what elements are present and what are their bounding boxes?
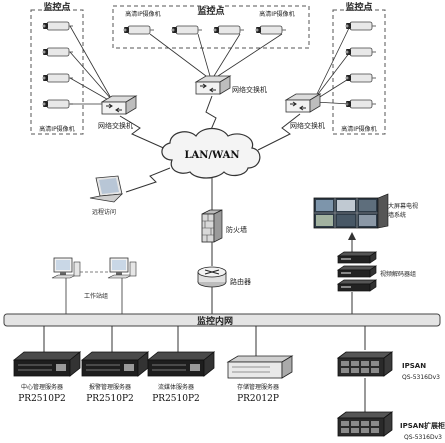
camera-icon: [42, 73, 74, 83]
video-wall-icon: [313, 193, 389, 229]
bus-label: 监控内网: [197, 315, 233, 327]
workstation-icon: [51, 257, 81, 279]
workstation-group: [51, 257, 137, 314]
camera-icon: [255, 25, 287, 35]
cloud-label: LAN/WAN: [184, 150, 239, 161]
video-wall-label-2: 墙系统: [388, 211, 406, 219]
laptop-icon: [89, 175, 124, 203]
server-name-1: 报警管理服务器: [89, 383, 131, 391]
zone-top-title: 监控点: [197, 5, 224, 17]
decoder-label: 视频解码器组: [380, 270, 416, 278]
decoder-icon: [337, 265, 377, 278]
workstation-label: 工作站组: [84, 292, 108, 300]
switch-top-icon: [195, 75, 231, 95]
hd-camera-label-top-right: 高清IP摄像机: [259, 10, 294, 18]
server-model-2: PR2510P2: [152, 394, 200, 404]
ipsan-ext-label: IPSAN扩展柜: [400, 421, 445, 430]
zone-left-title: 监控点: [43, 1, 70, 13]
camera-icon: [171, 25, 203, 35]
switch-left-label: 网络交换机: [98, 121, 133, 130]
server-name-2: 流媒体服务器: [158, 383, 194, 391]
server-icon-alarm: [81, 351, 149, 377]
firewall-label: 防火墙: [226, 225, 247, 234]
camera-group-right: [345, 21, 377, 109]
zone-right-box: [332, 9, 386, 135]
ipsan-label: IPSAN: [402, 362, 426, 370]
camera-icon: [123, 25, 155, 35]
camera-icon: [42, 99, 74, 109]
server-name-0: 中心管理服务器: [21, 383, 63, 391]
server-icon-storage: [226, 355, 294, 379]
server-model-3: PR2012P: [237, 394, 279, 404]
camera-icon: [213, 25, 245, 35]
zone-top-box: [112, 5, 310, 49]
camera-icon: [345, 21, 377, 31]
ipsan-ext-icon: [337, 411, 393, 437]
camera-links: [69, 25, 351, 105]
camera-icon: [345, 47, 377, 57]
hd-camera-label-top-left: 高清IP摄像机: [125, 10, 160, 18]
lan-wan-cloud-icon: [161, 127, 261, 179]
camera-icon: [42, 47, 74, 57]
server-drops: [43, 326, 366, 412]
server-icon-media: [147, 351, 215, 377]
camera-group-top: [123, 25, 287, 35]
server-model-1: PR2510P2: [86, 394, 134, 404]
server-name-3: 存储管理服务器: [237, 383, 279, 391]
arrow-up-icon: [348, 232, 356, 240]
workstation-icon: [107, 257, 137, 279]
zone-left-box: [30, 9, 84, 135]
switch-right-icon: [285, 93, 321, 113]
hd-camera-label-left: 高清IP摄像机: [39, 125, 74, 133]
firewall-icon: [201, 209, 223, 243]
switch-left-icon: [101, 95, 137, 115]
camera-icon: [345, 99, 377, 109]
video-wall-label-1: 大屏幕电视: [388, 202, 418, 210]
server-model-0: PR2510P2: [18, 394, 66, 404]
camera-icon: [345, 73, 377, 83]
monitoring-bus: [3, 313, 441, 327]
remote-access-label: 远程访问: [92, 208, 116, 216]
decoder-icon: [337, 251, 377, 264]
camera-icon: [42, 21, 74, 31]
switch-right-label: 网络交换机: [290, 121, 325, 130]
wan-links: [119, 95, 301, 193]
ipsan-model: QS-5316Dv3: [402, 374, 440, 381]
hd-camera-label-right: 高清IP摄像机: [341, 125, 376, 133]
decoder-group: [337, 251, 377, 292]
switch-top-label: 网络交换机: [232, 85, 267, 94]
ipsan-ext-model: QS-5316Dv3: [404, 434, 442, 441]
router-icon: [197, 266, 227, 288]
server-icon-central: [13, 351, 81, 377]
decoder-icon: [337, 279, 377, 292]
camera-group-left: [42, 21, 74, 109]
router-label: 路由器: [230, 277, 251, 286]
zone-right-title: 监控点: [345, 1, 372, 13]
ipsan-icon: [337, 351, 393, 377]
